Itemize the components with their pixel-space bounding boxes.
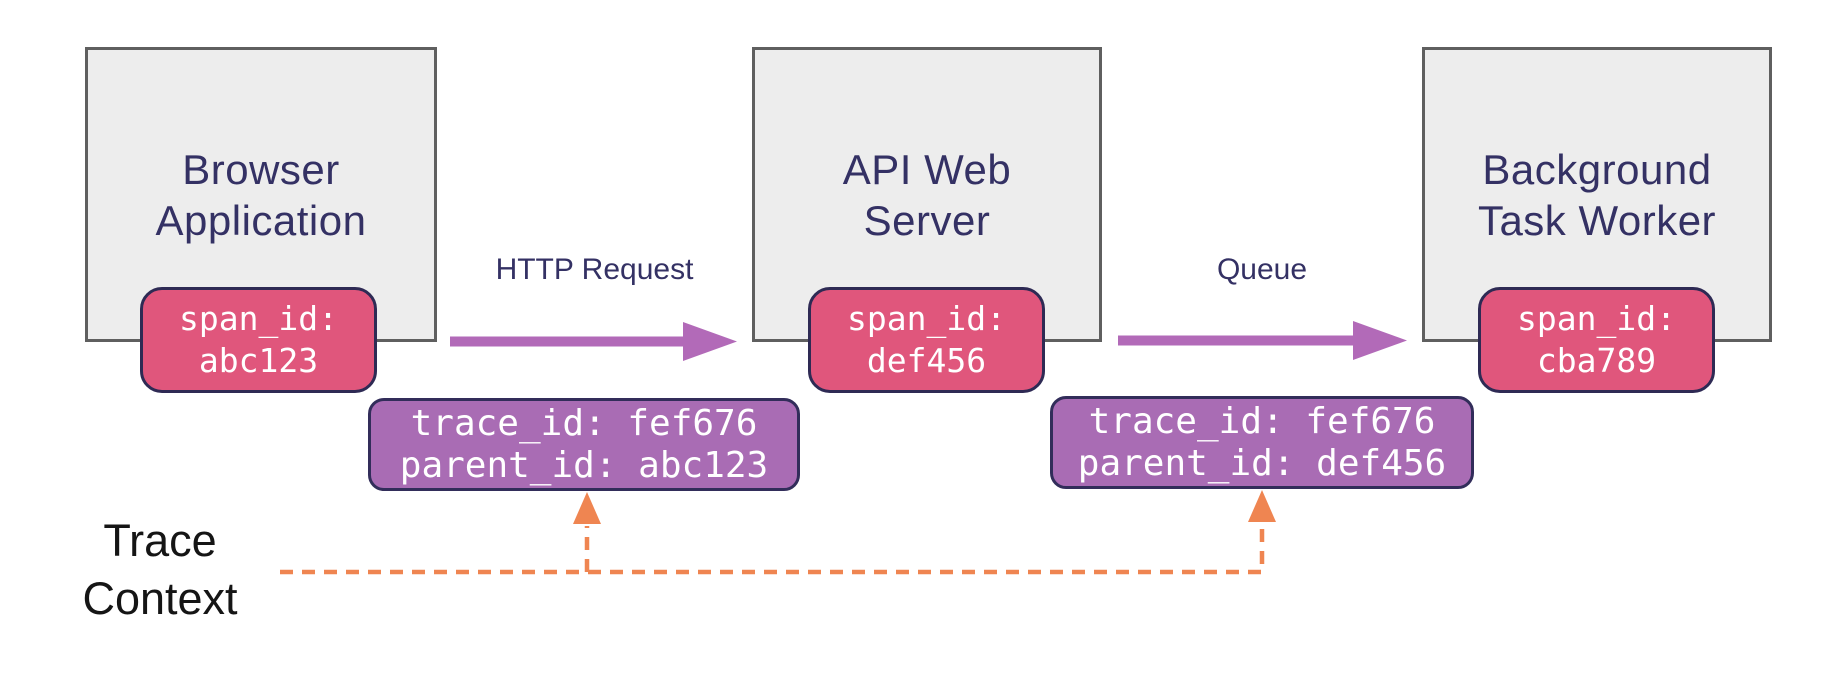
queue-arrow	[1118, 321, 1407, 360]
span-id-label: span_id:	[847, 299, 1006, 338]
trace-id-line: trace_id: fef676	[1088, 400, 1436, 442]
node-title: API Web Server	[843, 144, 1011, 246]
http-request-arrow	[450, 322, 737, 361]
span-id-value: def456	[866, 341, 987, 380]
node-title-line: Background	[1482, 145, 1712, 193]
edge-label-queue: Queue	[1216, 253, 1308, 286]
node-title: Browser Application	[156, 144, 367, 246]
span-badge-browser: span_id: abc123	[140, 287, 377, 393]
trace-context-arrowhead-2	[1248, 490, 1276, 522]
span-badge-worker: span_id: cba789	[1478, 287, 1715, 393]
span-id-label: span_id:	[1517, 299, 1676, 338]
trace-context-caption-line: Context	[82, 573, 238, 624]
trace-context-box-1: trace_id: fef676 parent_id: abc123	[368, 398, 800, 491]
trace-context-arrowhead-1	[573, 492, 601, 524]
span-badge-api: span_id: def456	[808, 287, 1045, 393]
trace-context-caption-line: Trace	[103, 515, 217, 566]
edge-label-http-request: HTTP Request	[495, 253, 694, 286]
trace-context-line	[280, 490, 1276, 575]
trace-context-box-2: trace_id: fef676 parent_id: def456	[1050, 396, 1474, 489]
span-id-value: abc123	[198, 341, 319, 380]
node-title-line: Browser	[182, 145, 340, 193]
trace-id-line: trace_id: fef676	[410, 402, 758, 444]
parent-id-line: parent_id: abc123	[399, 444, 769, 486]
node-title-line: Server	[863, 196, 991, 244]
span-id-label: span_id:	[179, 299, 338, 338]
node-title-line: API Web	[842, 145, 1012, 193]
trace-context-caption: Trace Context	[40, 512, 280, 628]
span-id-value: cba789	[1536, 341, 1657, 380]
node-title-line: Application	[155, 196, 367, 244]
node-title: Background Task Worker	[1478, 144, 1716, 246]
node-api-web-server: API Web Server	[752, 47, 1102, 342]
parent-id-line: parent_id: def456	[1077, 442, 1447, 484]
node-title-line: Task Worker	[1477, 196, 1717, 244]
